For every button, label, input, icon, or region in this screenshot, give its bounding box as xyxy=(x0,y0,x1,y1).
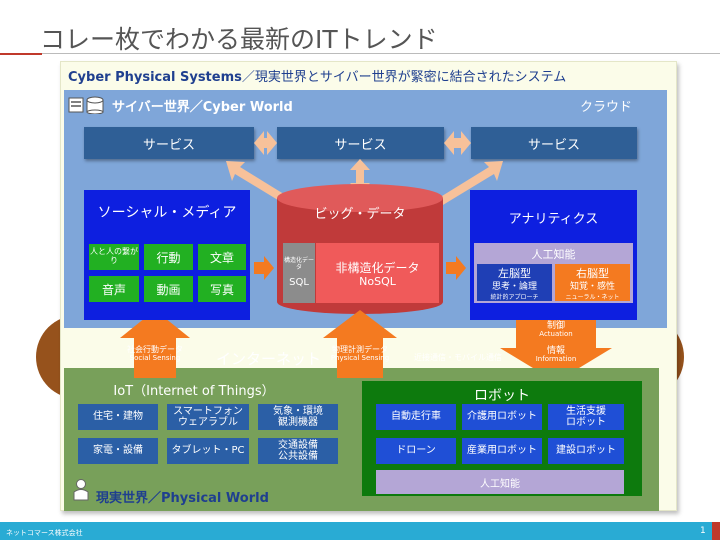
iot-title: IoT（Internet of Things） xyxy=(113,384,275,399)
actuation-en: Actuation xyxy=(539,330,573,338)
social-media-title: ソーシャル・メディア xyxy=(97,205,237,221)
flow-arrow-to-analytics xyxy=(446,256,466,280)
social-sensing-en: Social Sensing xyxy=(129,354,181,362)
sql-label: SQL xyxy=(289,277,309,288)
right-brain-small: ニューラル・ネット xyxy=(565,294,620,301)
right-brain-title: 右脳型 xyxy=(576,267,609,280)
footer-company: ネットコマース株式会社 xyxy=(6,529,83,537)
iot-item-tablet: タブレット・PC xyxy=(167,438,249,464)
social-item-behavior: 行動 xyxy=(144,244,193,270)
footer-accent xyxy=(712,522,720,540)
physical-world-title: 現実世界／Physical World xyxy=(96,491,269,506)
left-brain-sub: 思考・論理 xyxy=(491,282,537,292)
robot-item-industrial: 産業用ロボット xyxy=(462,438,542,464)
nosql-box xyxy=(316,243,439,303)
robot-item-life-support: 生活支援 ロボット xyxy=(548,404,624,430)
sql-small-label: 構造化データ xyxy=(283,257,314,271)
robot-title: ロボット xyxy=(474,388,530,404)
iot-item-weather: 気象・環境 観測機器 xyxy=(258,404,338,430)
physical-sensing-en: Physical Sensing xyxy=(330,354,390,362)
iot-item-transport: 交通設備 公共設備 xyxy=(258,438,338,464)
nosql-label-ja: 非構造化データ xyxy=(335,261,420,275)
iot-item-housing: 住宅・建物 xyxy=(78,404,158,430)
subtitle-rest: ／現実世界とサイバー世界が緊密に結合されたシステム xyxy=(241,70,567,85)
social-sensing-arrow-base xyxy=(134,338,176,378)
robot-ai-box: 人工知能 xyxy=(376,470,624,494)
robot-item-care: 介護用ロボット xyxy=(462,404,542,430)
subtitle-bold: Cyber Physical Systems xyxy=(68,70,242,85)
iot-item-appliance: 家電・設備 xyxy=(78,438,158,464)
bigdata-link-arrow-right xyxy=(429,161,503,211)
physical-sensing-arrow-base xyxy=(337,338,383,378)
information-en: Information xyxy=(535,355,577,363)
social-sensing-ja: 社会行動データ xyxy=(127,345,183,354)
left-brain-title: 左脳型 xyxy=(498,267,531,280)
title-divider xyxy=(42,53,720,54)
social-item-video: 動画 xyxy=(144,276,193,302)
internet-label: インターネット xyxy=(216,350,322,368)
social-item-photo: 写真 xyxy=(198,276,246,302)
cyber-world-title: サイバー世界／Cyber World xyxy=(112,100,293,115)
robot-item-drone: ドローン xyxy=(376,438,456,464)
robot-item-construction: 建設ロボット xyxy=(548,438,624,464)
network-sub-label: 近接通信・モバイル通信 xyxy=(414,353,502,362)
bigdata-title: ビッグ・データ xyxy=(314,207,406,222)
robot-item-autonomous-car: 自動走行車 xyxy=(376,404,456,430)
social-item-audio: 音声 xyxy=(89,276,139,302)
sql-box xyxy=(283,243,315,303)
service-link-arrow-2 xyxy=(444,131,471,155)
footer-bar xyxy=(0,522,720,540)
left-brain-box xyxy=(477,264,552,301)
service-link-arrow-1 xyxy=(254,131,277,155)
analytics-title: アナリティクス xyxy=(508,212,599,227)
service-box-3: サービス xyxy=(471,127,637,159)
actuation-arrow xyxy=(500,310,612,382)
iot-item-smartphone: スマートフォン ウェアラブル xyxy=(167,404,249,430)
right-brain-sub: 知覚・感性 xyxy=(569,282,615,292)
bigdata-cylinder-top xyxy=(277,184,443,212)
physical-sensing-ja: 物理計測データ xyxy=(332,345,388,354)
slide-title: コレー枚でわかる最新のITトレンド xyxy=(40,25,438,54)
actuation-ja: 制御 xyxy=(546,321,565,331)
nosql-label-en: NoSQL xyxy=(359,275,396,288)
flow-arrow-to-bigdata xyxy=(254,256,274,280)
right-brain-box xyxy=(555,264,630,301)
information-ja: 情報 xyxy=(546,346,565,356)
social-item-text: 文章 xyxy=(198,244,246,270)
service-box-1: サービス xyxy=(84,127,254,159)
service-box-2: サービス xyxy=(277,127,444,159)
cloud-label: クラウド xyxy=(580,100,633,115)
social-item-connections: 人と人の繋がり xyxy=(89,244,139,270)
page-number: 1 xyxy=(700,526,706,536)
title-accent-line xyxy=(0,53,42,55)
ai-title: 人工知能 xyxy=(531,248,576,261)
server-database-icon xyxy=(68,96,104,114)
person-icon xyxy=(73,479,89,501)
left-brain-small: 統計的アプローチ xyxy=(490,294,539,301)
diagram-subtitle: Cyber Physical Systems／現実世界とサイバー世界が緊密に結合… xyxy=(68,66,566,85)
